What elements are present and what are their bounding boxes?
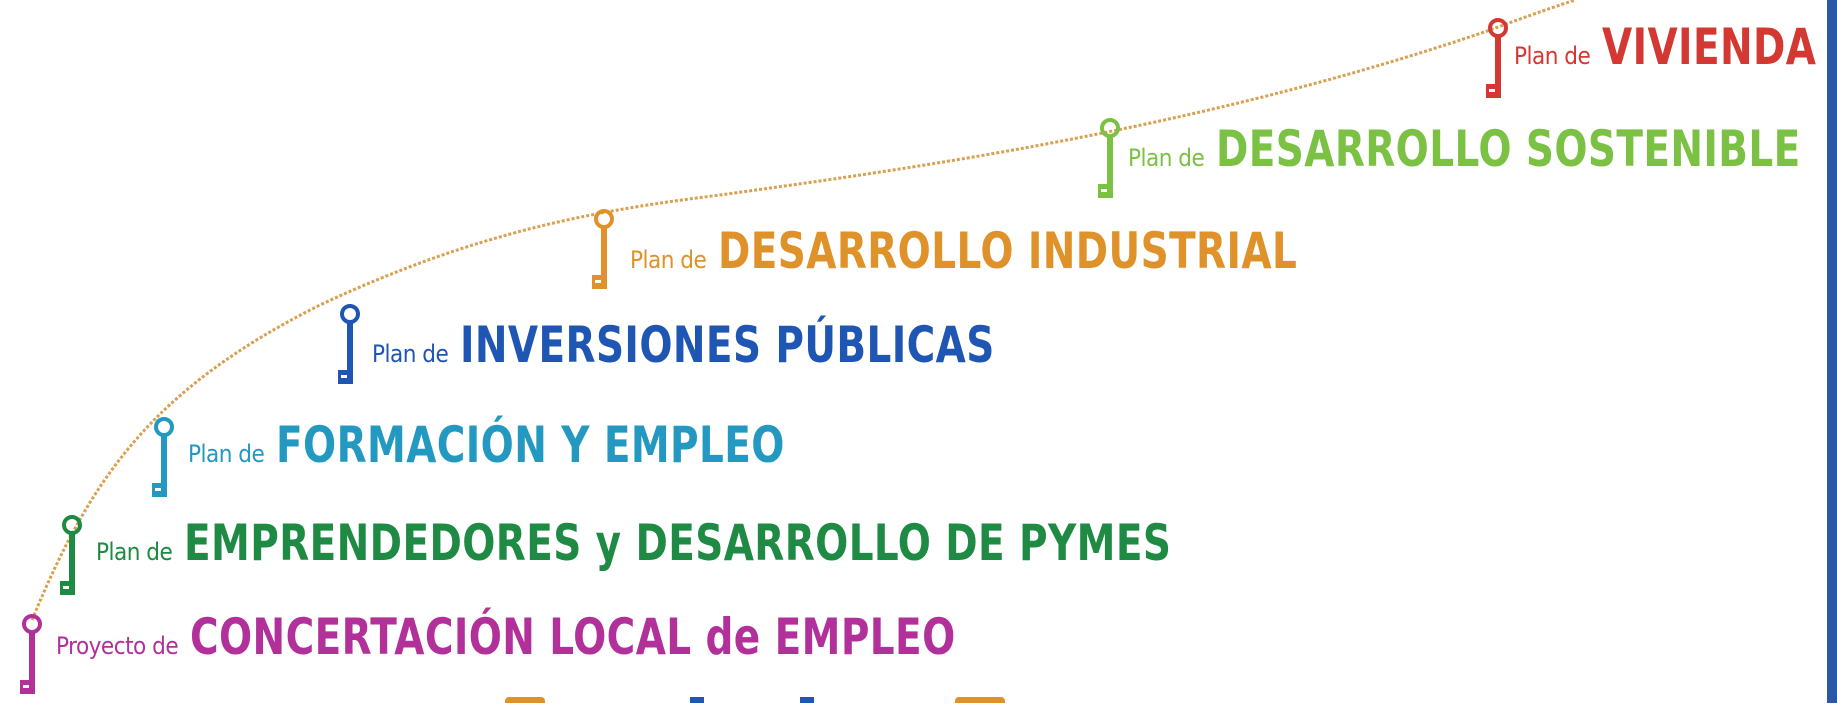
plan-prefix: Proyecto de — [56, 632, 179, 660]
key-icon — [60, 515, 82, 595]
plan-title: FORMACIÓN Y EMPLEO — [276, 416, 786, 474]
decorative-fragment — [800, 697, 814, 703]
plan-title: EMPRENDEDORES y DESARROLLO DE PYMES — [184, 514, 1172, 572]
decorative-fragment — [505, 697, 545, 703]
decorative-fragment — [690, 697, 704, 703]
plan-title: DESARROLLO SOSTENIBLE — [1216, 120, 1801, 178]
plan-prefix: Plan de — [96, 538, 173, 566]
plan-title: CONCERTACIÓN LOCAL de EMPLEO — [190, 608, 956, 666]
plan-label-formacion: Plan de FORMACIÓN Y EMPLEO — [188, 420, 929, 470]
plan-label-concertacion: Proyecto de CONCERTACIÓN LOCAL de EMPLEO — [56, 612, 1172, 662]
key-icon — [338, 304, 360, 384]
plan-prefix: Plan de — [188, 440, 265, 468]
plan-label-emprendedores: Plan de EMPRENDEDORES y DESARROLLO DE PY… — [96, 518, 1450, 568]
plan-prefix: Plan de — [630, 246, 707, 274]
key-icon — [20, 614, 42, 694]
key-icon — [1486, 18, 1508, 98]
decorative-fragment — [955, 697, 1005, 703]
plan-prefix: Plan de — [372, 340, 449, 368]
plan-label-inversiones: Plan de INVERSIONES PÚBLICAS — [372, 320, 1146, 370]
plan-label-vivienda: Plan de VIVIENDA — [1514, 22, 1837, 72]
plan-prefix: Plan de — [1128, 144, 1205, 172]
plan-label-sostenible: Plan de DESARROLLO SOSTENIBLE — [1128, 124, 1837, 174]
plan-label-industrial: Plan de DESARROLLO INDUSTRIAL — [630, 226, 1461, 276]
key-icon — [1098, 118, 1120, 198]
plan-title: INVERSIONES PÚBLICAS — [460, 316, 996, 374]
plan-title: VIVIENDA — [1602, 18, 1817, 76]
key-icon — [592, 209, 614, 289]
right-border-bar — [1827, 0, 1837, 703]
key-icon — [152, 417, 174, 497]
plan-title: DESARROLLO INDUSTRIAL — [718, 222, 1298, 280]
plan-prefix: Plan de — [1514, 42, 1591, 70]
